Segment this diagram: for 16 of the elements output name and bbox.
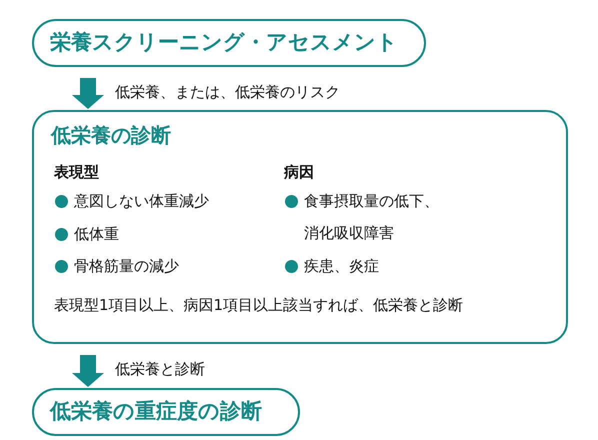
bullet-text: 食事摂取量の低下、消化吸収障害 xyxy=(304,191,440,244)
edge-label: 低栄養、または、低栄養のリスク xyxy=(115,82,340,102)
panel-box xyxy=(32,110,568,344)
bullet-text: 低体重 xyxy=(74,224,119,244)
edge-label: 低栄養と診断 xyxy=(115,359,205,379)
arrow xyxy=(72,78,104,109)
bullet-text: 意図しない体重減少 xyxy=(74,191,209,211)
panel-heading: 低栄養の診断 xyxy=(51,122,171,148)
note-text: 表現型1項目以上、病因1項目以上該当すれば、低栄養と診断 xyxy=(54,295,464,315)
column-heading: 表現型 xyxy=(54,162,99,182)
arrow xyxy=(72,355,104,387)
column-heading: 病因 xyxy=(284,162,314,182)
process-pill: 低栄養の重症度の診断 xyxy=(32,388,300,436)
process-pill: 栄養スクリーニング・アセスメント xyxy=(32,19,426,67)
bullet-text: 疾患、炎症 xyxy=(304,256,379,276)
bullet-text: 骨格筋量の減少 xyxy=(74,256,179,276)
